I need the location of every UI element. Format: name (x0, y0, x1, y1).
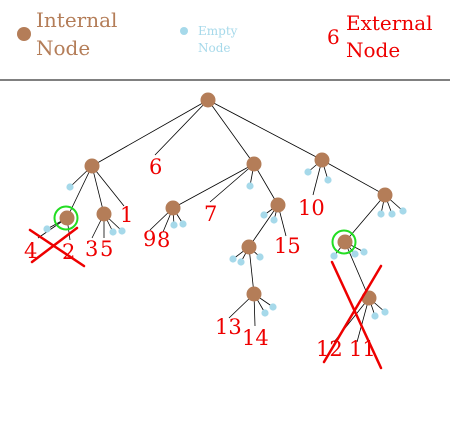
empty-node (260, 211, 268, 219)
external-labels: 6 1 4 2 3 5 9 8 7 15 10 13 14 12 11 (24, 155, 376, 361)
empty-node (109, 228, 117, 236)
internal-node (241, 239, 257, 255)
edge (66, 165, 93, 219)
external-node-label: 12 (316, 337, 343, 361)
external-node-label: 14 (242, 326, 269, 350)
external-node-label: 9 (143, 227, 156, 251)
empty-node (261, 309, 269, 317)
empty-node (66, 183, 74, 191)
empty-node (371, 312, 379, 320)
external-node-label: 10 (298, 196, 325, 220)
tree-edges (37, 99, 404, 343)
edge (207, 99, 323, 161)
external-node-label: 5 (100, 237, 113, 261)
edge (356, 297, 370, 343)
empty-node (330, 252, 338, 260)
external-node-label: 15 (274, 234, 301, 258)
external-node-label: 7 (204, 202, 217, 226)
internal-node (270, 197, 286, 213)
highlight-ring (53, 205, 79, 231)
internal-node-root (200, 92, 216, 108)
empty-node (237, 258, 245, 266)
edge (91, 165, 125, 207)
edge (248, 204, 279, 248)
internal-node (165, 200, 181, 216)
edge (91, 165, 105, 215)
cross-mark-left (28, 226, 86, 268)
empty-node (256, 253, 264, 261)
edge (209, 163, 255, 203)
external-node-label: 1 (120, 203, 133, 227)
legend-empty-node-icon (180, 27, 188, 35)
legend-external-label-1: External (346, 11, 433, 35)
edge (154, 99, 209, 156)
empty-node (269, 303, 277, 311)
highlight-ring (331, 229, 357, 255)
cross-stroke (322, 264, 383, 364)
legend-external-label-2: Node (346, 38, 400, 62)
edge (321, 159, 386, 196)
legend-internal-node-icon (17, 27, 31, 41)
edge (253, 163, 279, 206)
empty-node (179, 220, 187, 228)
empty-node (388, 210, 396, 218)
empty-node (118, 227, 126, 235)
external-node-label: 3 (85, 237, 98, 261)
internal-node (377, 187, 393, 203)
legend-empty-label-1: Empty (198, 24, 238, 38)
edge (207, 99, 255, 165)
internal-nodes (59, 92, 393, 306)
internal-node (246, 286, 262, 302)
legend-internal-label-2: Node (36, 36, 90, 60)
external-node-label: 13 (215, 315, 242, 339)
internal-node (59, 210, 75, 226)
empty-node (270, 216, 278, 224)
internal-node (314, 152, 330, 168)
empty-node (399, 207, 407, 215)
empty-node (170, 221, 178, 229)
cross-mark-right (322, 260, 383, 370)
empty-node (246, 182, 254, 190)
external-node-label: 8 (157, 228, 170, 252)
empty-node (360, 248, 368, 256)
internal-node (96, 206, 112, 222)
empty-node (229, 255, 237, 263)
legend-empty-label-2: Node (198, 41, 231, 55)
edge (248, 246, 255, 295)
internal-node (337, 234, 353, 250)
edge (344, 194, 386, 243)
empty-node (351, 250, 359, 258)
internal-node (246, 156, 262, 172)
legend-internal-label-1: Internal (36, 8, 117, 32)
legend-external-number: 6 (327, 25, 340, 49)
empty-node (381, 308, 389, 316)
cross-stroke (30, 226, 79, 264)
empty-node (324, 176, 332, 184)
empty-nodes (43, 168, 407, 320)
edge (172, 163, 255, 209)
cross-stroke (28, 228, 86, 268)
empty-node (304, 168, 312, 176)
external-node-label: 4 (24, 239, 37, 263)
legend: Internal Node Empty Node 6 External Node (17, 8, 433, 62)
empty-node (377, 210, 385, 218)
empty-node (43, 225, 51, 233)
internal-node (84, 158, 100, 174)
edge (91, 99, 209, 167)
cross-stroke (330, 260, 383, 370)
external-node-label: 6 (149, 155, 162, 179)
